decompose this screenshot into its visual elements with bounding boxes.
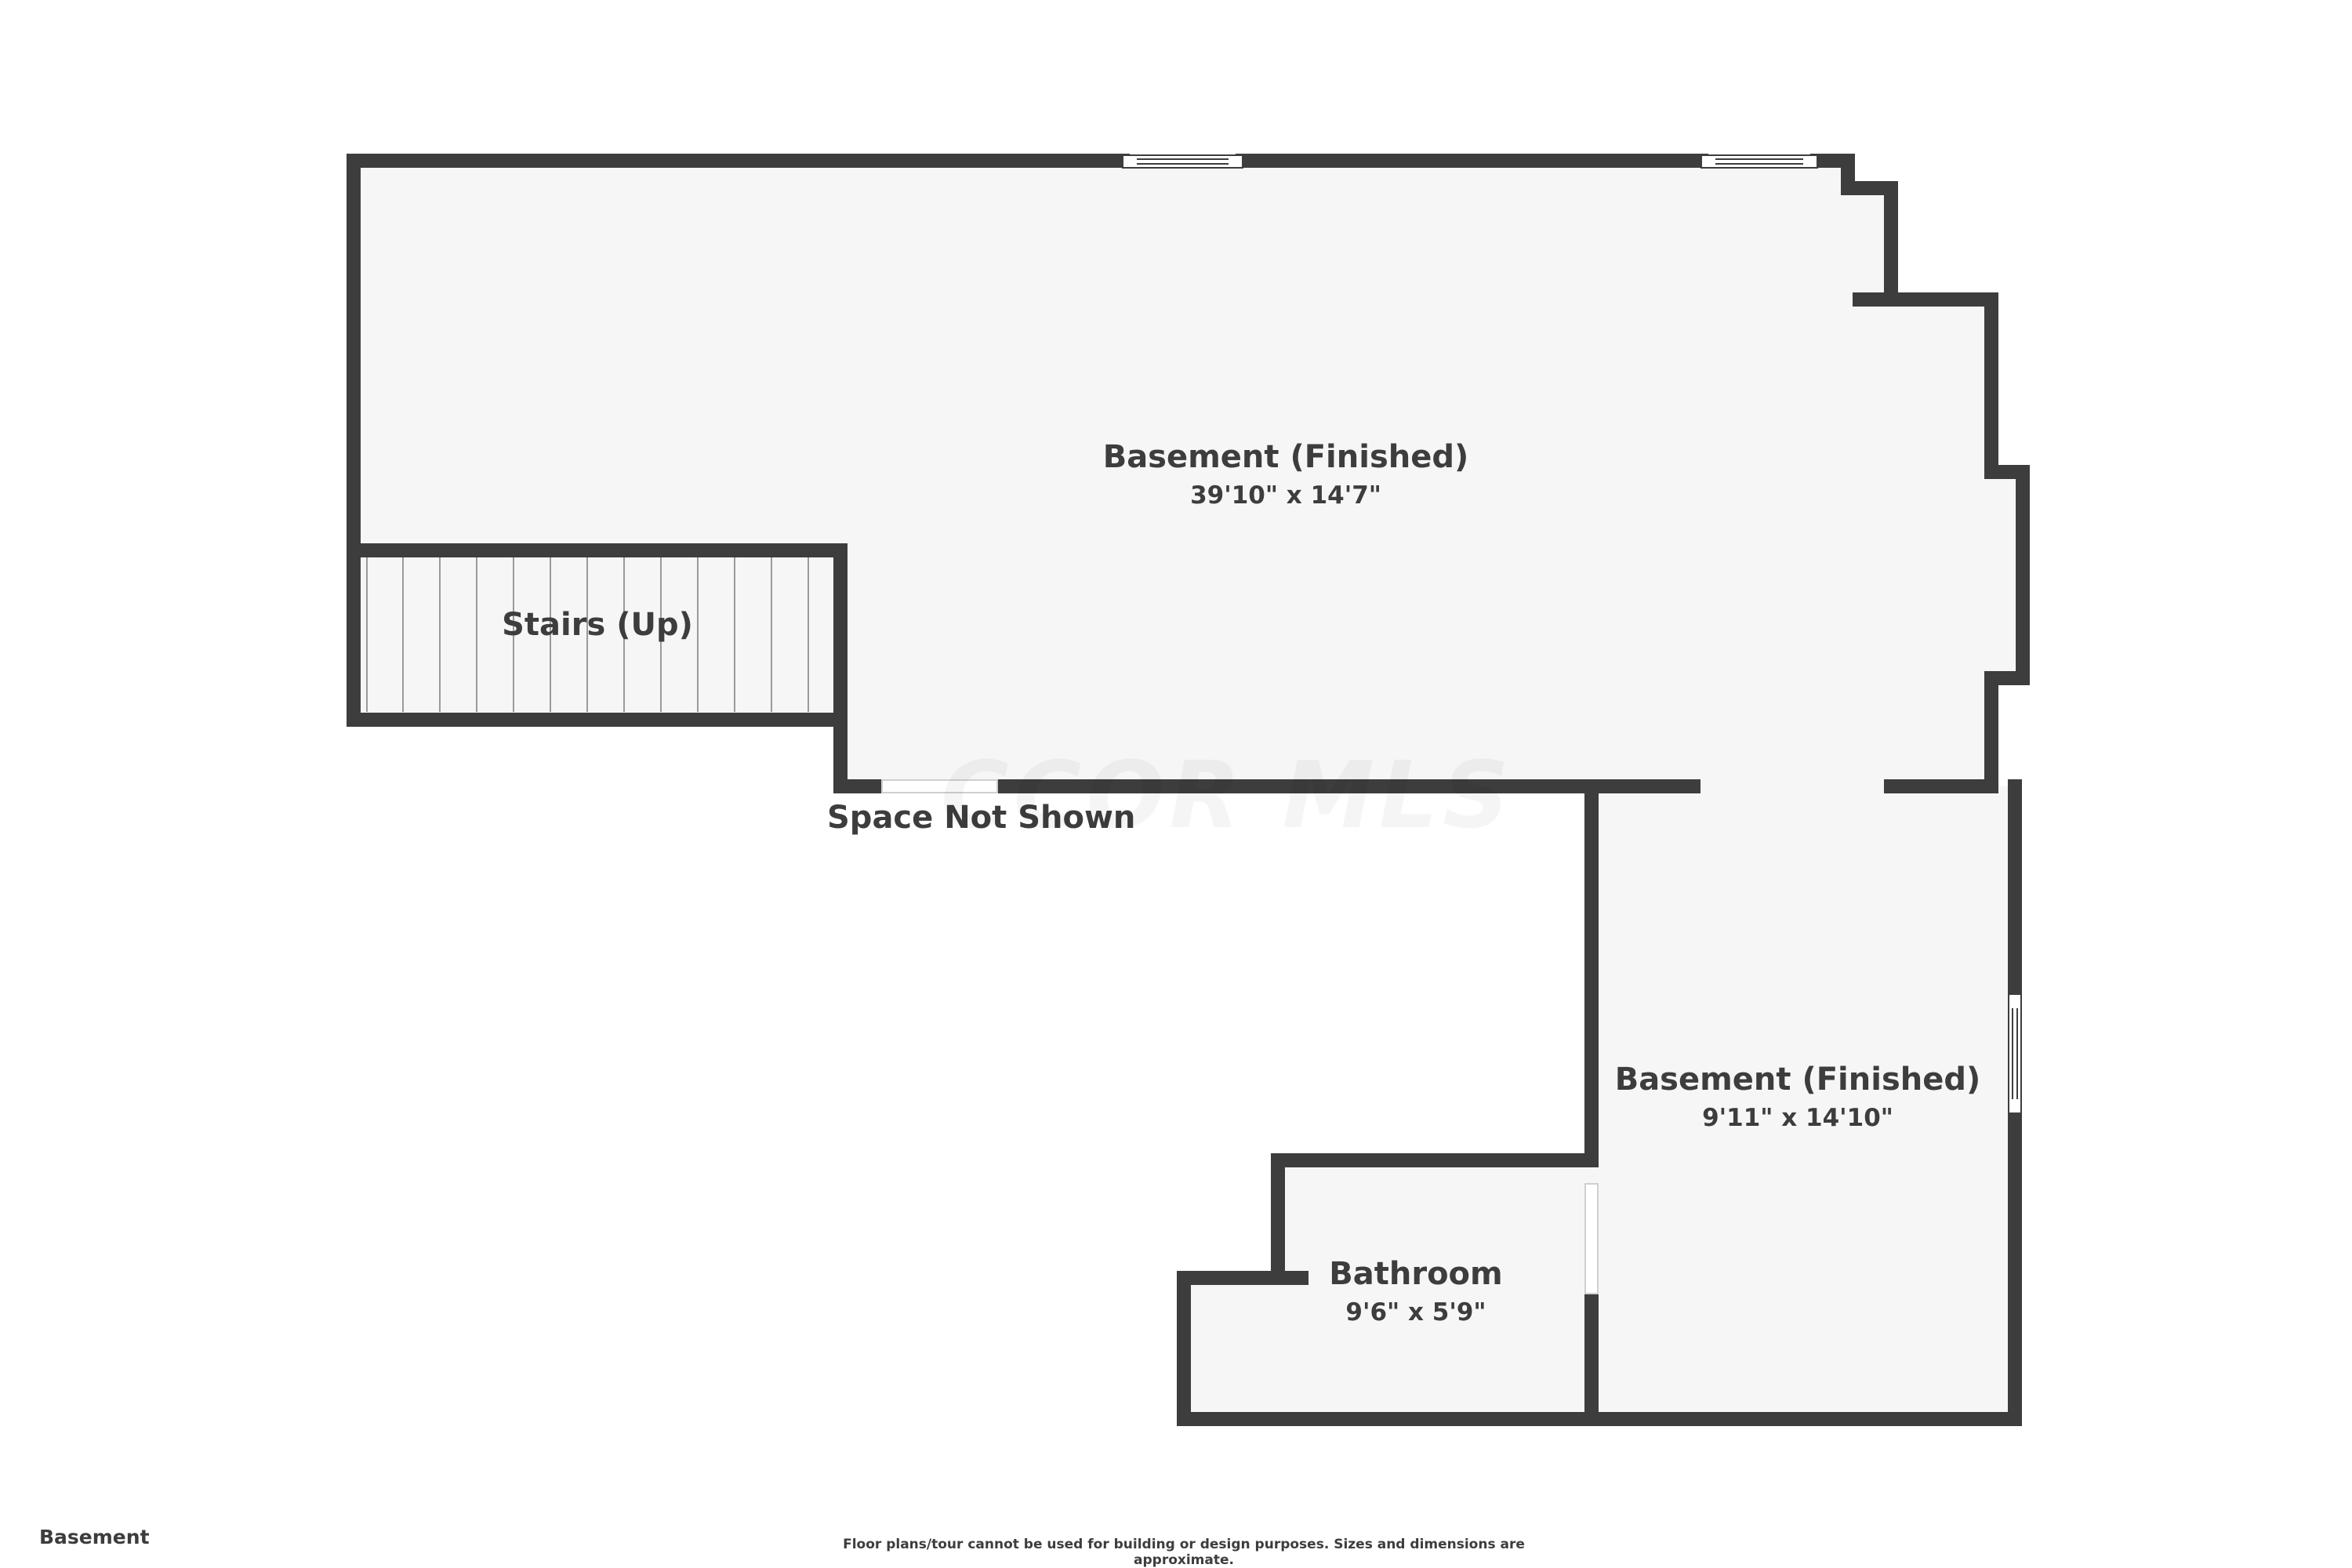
disclaimer: Floor plans/tour cannot be used for buil… (843, 1537, 1525, 1568)
wall-main-top-right (1810, 154, 1898, 307)
walls (347, 154, 2030, 1426)
wall-main-east (1853, 292, 2030, 793)
opening-bathroom (1584, 1183, 1599, 1294)
watermark: CCOR MLS (941, 741, 1514, 849)
room-labels: Basement (Finished) 39'10" x 14'7" Stair… (502, 439, 1980, 1327)
window-east (2008, 993, 2022, 1114)
bathroom-name: Bathroom (1329, 1256, 1502, 1292)
window-top-2 (1700, 154, 1818, 169)
wall-side-east-lower (1177, 1106, 2022, 1426)
window-top-1 (1122, 154, 1243, 169)
windows (1122, 154, 2022, 1114)
floor-label: Basement (39, 1526, 150, 1548)
main-basement-name: Basement (Finished) (1103, 439, 1469, 475)
bathroom-dimensions: 9'6" x 5'9" (1345, 1298, 1486, 1327)
side-basement-dimensions: 9'11" x 14'10" (1702, 1104, 1893, 1132)
stairs-name: Stairs (Up) (502, 607, 693, 643)
bathroom-floor (1184, 1160, 1592, 1419)
side-basement-name: Basement (Finished) (1615, 1062, 1981, 1098)
wall-bathroom-north (1271, 1153, 1599, 1285)
opening-main-bottom (881, 779, 998, 793)
stairs-treads (366, 557, 809, 712)
space-not-shown-label: Space Not Shown (827, 800, 1135, 836)
main-basement-dimensions: 39'10" x 14'7" (1190, 481, 1381, 510)
main-basement-floor (354, 168, 2015, 786)
floor-fills (354, 168, 2015, 1419)
wall-main-top (347, 154, 1130, 793)
openings (881, 779, 1599, 1294)
side-basement-floor (1592, 786, 2015, 1419)
